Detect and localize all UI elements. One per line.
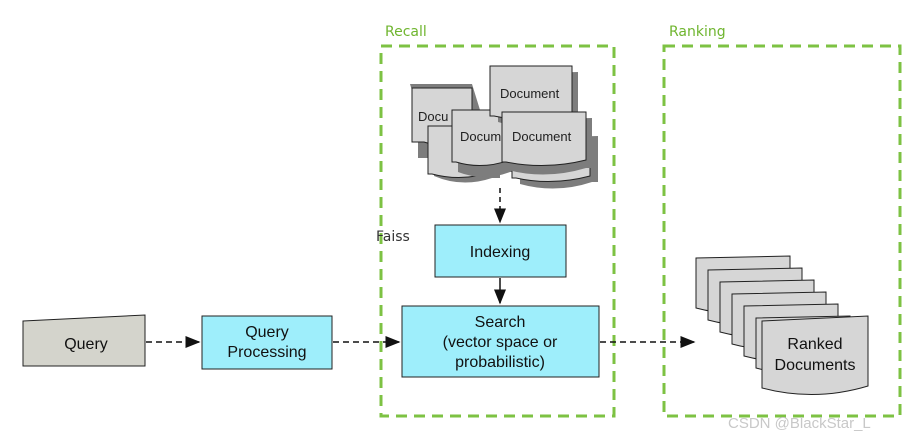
indexing-node: Indexing	[434, 224, 567, 278]
ranked-document-front: Ranked Documents	[761, 315, 869, 396]
search-label-line3: probabilistic)	[455, 354, 545, 371]
query-node: Query	[22, 314, 146, 367]
query-processing-label-line2: Processing	[227, 344, 306, 361]
query-processing-label-line1: Query	[245, 324, 289, 341]
ranked-documents-label-line1: Ranked	[787, 336, 842, 353]
search-label-line2: (vector space or	[443, 334, 558, 351]
document-sheet: Document	[501, 111, 592, 175]
document-label-2: Docum	[460, 129, 501, 144]
ranking-section	[662, 44, 902, 418]
indexing-label: Indexing	[470, 244, 531, 261]
document-stack: Docu Docum Document Document	[410, 65, 598, 189]
ranked-documents-label-line2: Documents	[775, 357, 856, 374]
recall-section-label: Recall	[385, 24, 427, 40]
search-node: Search (vector space or probabilistic)	[401, 305, 600, 378]
ranking-section-label: Ranking	[669, 24, 726, 40]
query-processing-node: Query Processing	[201, 315, 333, 370]
search-label-line1: Search	[475, 314, 526, 331]
query-label: Query	[64, 336, 108, 353]
recall-section	[379, 44, 616, 418]
document-label-1: Docu	[418, 109, 448, 124]
watermark: CSDN @BlackStar_L	[728, 415, 871, 432]
document-label-4: Document	[512, 129, 572, 144]
ranked-documents-stack: Ranked Documents	[695, 255, 869, 396]
document-label-3: Document	[500, 86, 560, 101]
faiss-label: Faiss	[376, 229, 410, 245]
